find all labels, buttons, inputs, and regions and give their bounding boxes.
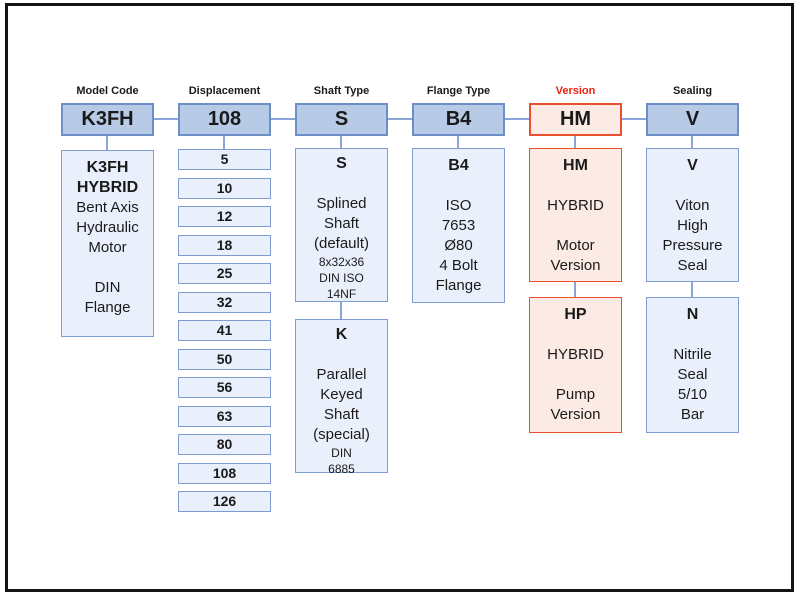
detail-box-sealing-n: N Nitrile Seal 5/10 Bar (646, 297, 739, 433)
detail-line: HYBRID (547, 197, 604, 214)
detail-line: HYBRID (76, 179, 139, 196)
detail-box-shaft-s: S Splined Shaft (default) 8x32x36 DIN IS… (295, 148, 388, 302)
detail-box-version-hm: HM HYBRID Motor Version (529, 148, 622, 282)
detail-line: Bar (680, 406, 705, 423)
connector-version-hm-to-hp (574, 282, 576, 297)
detail-line: B4 (448, 157, 469, 174)
connector-sealing (691, 135, 693, 149)
detail-line (647, 325, 738, 345)
option-box-displacement: 50 (178, 349, 271, 370)
option-box-displacement: 56 (178, 377, 271, 398)
detail-line: DIN ISO (319, 271, 364, 285)
detail-line: 8x32x36 (318, 255, 365, 269)
connector-shaft-type (340, 135, 342, 149)
main-box-sealing: V (646, 103, 739, 136)
detail-line: DIN (94, 279, 121, 296)
detail-box-shaft-k: K Parallel Keyed Shaft (special) DIN 688… (295, 319, 388, 476)
detail-line: DIN (331, 446, 352, 460)
detail-line: Shaft (323, 215, 360, 232)
option-box-displacement: 5 (178, 149, 271, 170)
main-box-flange-type: B4 (412, 103, 505, 136)
option-box-displacement: 10 (178, 178, 271, 199)
main-box-shaft-type: S (295, 103, 388, 136)
main-box-displacement: 108 (178, 103, 271, 136)
detail-line: Seal (677, 257, 708, 274)
detail-line: K (335, 326, 348, 343)
detail-line: 6885 (328, 462, 355, 476)
detail-line: Ø80 (444, 237, 473, 254)
detail-line: (default) (313, 235, 370, 252)
detail-line: Nitrile (673, 346, 712, 363)
detail-line: Splined (316, 195, 367, 212)
column-header-sealing: Sealing (672, 85, 713, 97)
connector-trunk-line (107, 118, 693, 120)
connector-sealing-v-to-n (691, 282, 693, 297)
detail-line: High (677, 217, 708, 234)
option-box-displacement: 63 (178, 406, 271, 427)
option-box-displacement: 108 (178, 463, 271, 484)
connector-displacement (223, 135, 225, 150)
detail-line: Bent Axis (76, 199, 139, 216)
detail-line: Keyed (320, 386, 363, 403)
option-box-displacement: 126 (178, 491, 271, 512)
detail-line: Shaft (323, 406, 360, 423)
detail-line: 7653 (441, 217, 476, 234)
detail-line: Version (550, 257, 601, 274)
detail-box-flange-b4: B4 ISO 7653 Ø80 4 Bolt Flange (412, 148, 505, 303)
option-box-displacement: 41 (178, 320, 271, 341)
detail-line: HP (564, 306, 587, 323)
detail-line (530, 365, 621, 385)
detail-line: K3FH (86, 159, 129, 176)
detail-line: 5/10 (677, 386, 708, 403)
detail-line: Version (550, 406, 601, 423)
connector-flange-type (457, 135, 459, 149)
option-box-displacement: 18 (178, 235, 271, 256)
detail-line: Seal (677, 366, 708, 383)
column-header-displacement: Displacement (188, 85, 261, 97)
detail-line: S (336, 155, 347, 172)
detail-line: Motor (556, 237, 595, 254)
detail-line: V (687, 157, 698, 174)
detail-line: Flange (84, 299, 131, 316)
detail-line: HYBRID (547, 346, 604, 363)
detail-line: Parallel (316, 366, 367, 383)
connector-shaft-s-to-k (340, 302, 342, 319)
detail-line: Viton (675, 197, 710, 214)
main-box-version: HM (529, 103, 622, 136)
detail-line: ISO (445, 197, 472, 214)
main-box-model-code: K3FH (61, 103, 154, 136)
detail-line: Pressure (662, 237, 723, 254)
column-header-version: Version (555, 85, 596, 97)
detail-box-model-code: K3FH HYBRID Bent Axis Hydraulic Motor DI… (61, 150, 154, 337)
detail-line (530, 325, 621, 345)
detail-line (62, 258, 153, 278)
detail-line: 14NF (326, 287, 357, 301)
detail-line (647, 176, 738, 196)
option-box-displacement: 80 (178, 434, 271, 455)
detail-line: (special) (313, 426, 370, 443)
option-box-displacement: 25 (178, 263, 271, 284)
detail-line: 4 Bolt (439, 257, 478, 274)
option-box-displacement: 32 (178, 292, 271, 313)
detail-line: Motor (88, 239, 127, 256)
detail-line: HM (563, 157, 588, 174)
detail-line: Hydraulic (76, 219, 139, 236)
detail-line: Flange (435, 277, 482, 294)
option-box-displacement: 12 (178, 206, 271, 227)
detail-box-sealing-v: V Viton High Pressure Seal (646, 148, 739, 282)
detail-line (413, 176, 504, 196)
detail-line (530, 216, 621, 236)
detail-line: N (686, 306, 699, 323)
column-header-flange-type: Flange Type (426, 85, 491, 97)
column-header-model-code: Model Code (76, 85, 139, 97)
detail-line (296, 174, 387, 194)
detail-line (530, 176, 621, 196)
connector-model-code (106, 135, 108, 151)
column-header-shaft-type: Shaft Type (313, 85, 370, 97)
detail-line (296, 345, 387, 365)
connector-version (574, 135, 576, 149)
detail-line: Pump (555, 386, 596, 403)
detail-box-version-hp: HP HYBRID Pump Version (529, 297, 622, 433)
